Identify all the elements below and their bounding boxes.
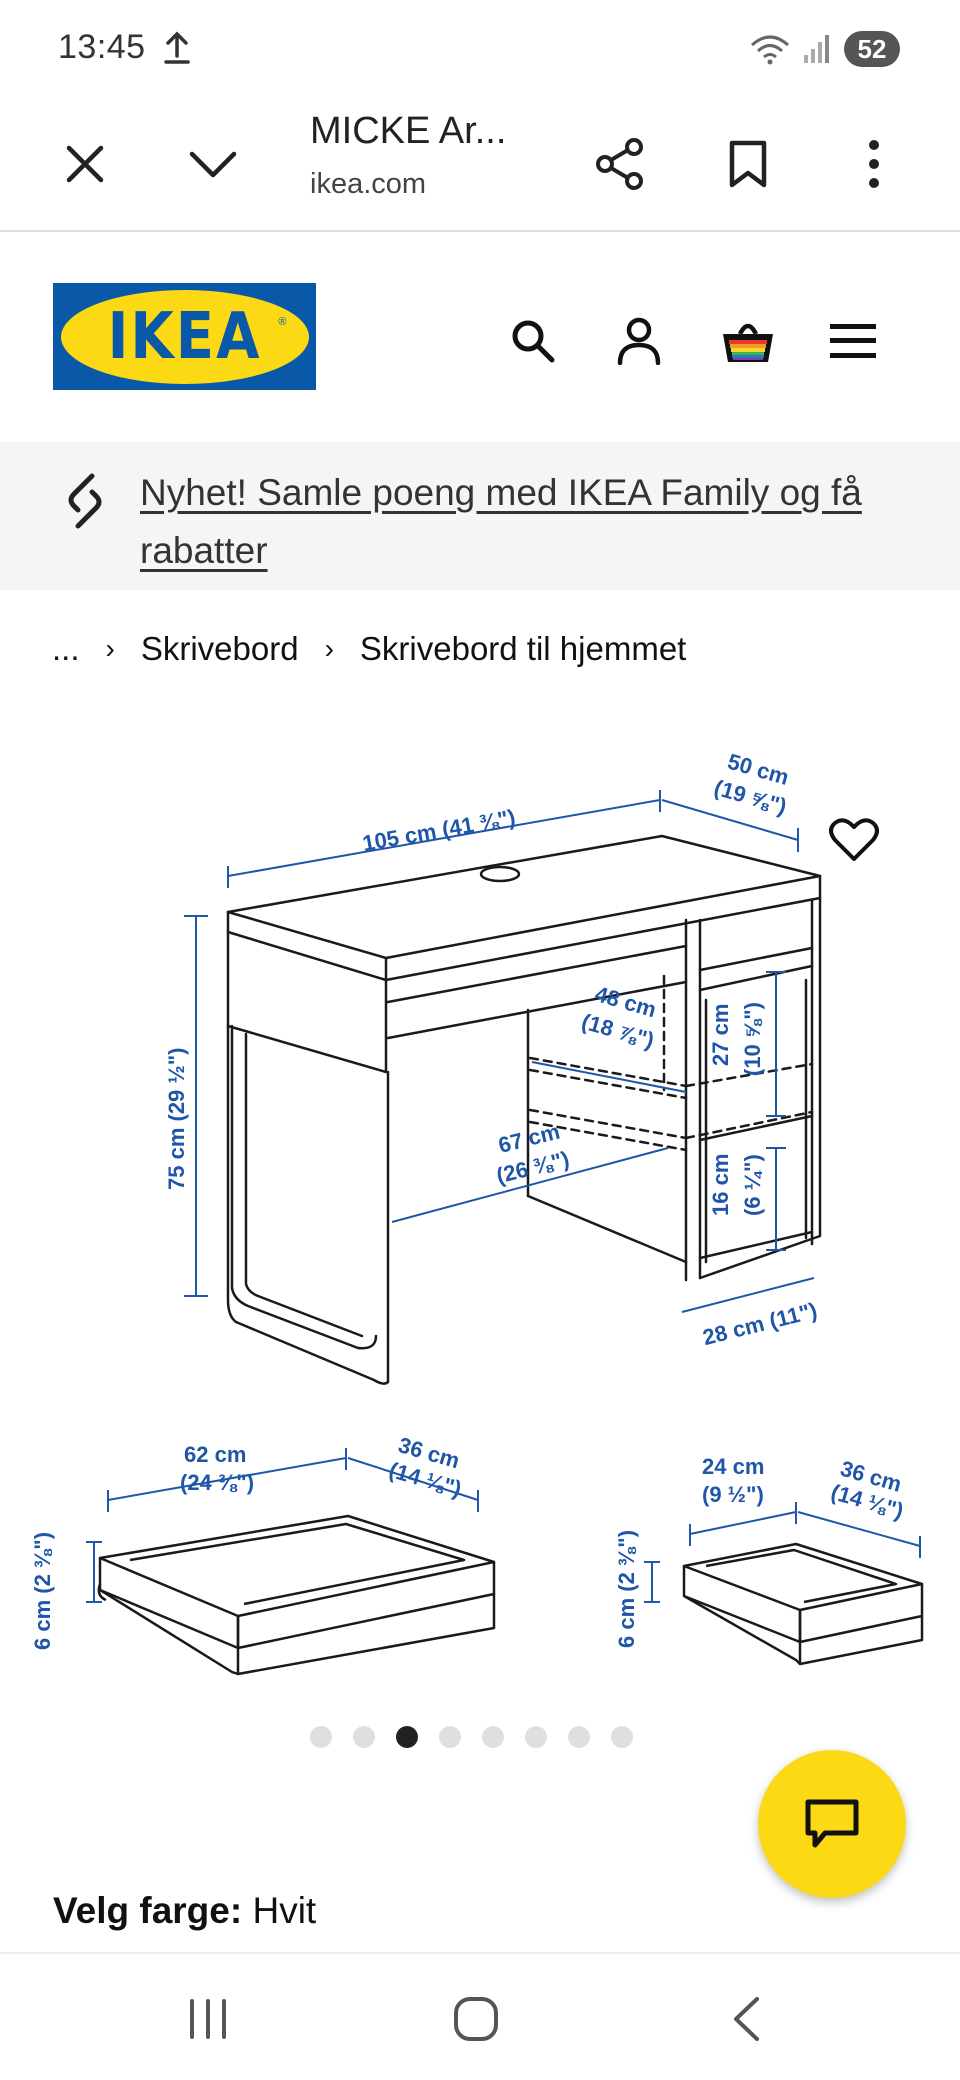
drawer-small-height: 6 cm (2 ⅜"): [614, 1530, 639, 1648]
search-button[interactable]: [498, 306, 568, 376]
drawer-large-height: 6 cm (2 ⅜"): [30, 1532, 55, 1650]
battery-badge: 52: [844, 31, 900, 67]
page-url[interactable]: ikea.com: [310, 168, 427, 200]
breadcrumb: ... › Skrivebord › Skrivebord til hjemme…: [52, 624, 686, 674]
chat-button[interactable]: [758, 1750, 906, 1898]
ikea-logo-text: IKEA: [107, 299, 262, 374]
color-select-label: Velg farge:: [53, 1890, 243, 1931]
upper-space-in: (10 ⅝"): [740, 1002, 765, 1076]
status-time: 13:45: [58, 28, 146, 66]
page-title: MICKE Ar...: [310, 110, 507, 152]
close-icon: [66, 145, 104, 183]
carousel-indicator: [0, 1726, 960, 1750]
account-icon: [617, 317, 661, 365]
carousel-dot[interactable]: [395, 1726, 418, 1748]
minimize-button[interactable]: [173, 124, 253, 204]
carousel-dot[interactable]: [524, 1726, 547, 1748]
breadcrumb-item[interactable]: Skrivebord: [140, 630, 299, 667]
lower-space-cm: 16 cm: [708, 1154, 733, 1216]
carousel-dot[interactable]: [309, 1726, 332, 1748]
width-label: 105 cm (41 ⅜"): [360, 805, 517, 856]
more-options-button[interactable]: [834, 124, 914, 204]
chevron-down-icon: [189, 151, 237, 178]
dimension-lines: [86, 790, 921, 1603]
share-button[interactable]: [580, 124, 660, 204]
share-icon: [596, 138, 643, 190]
drawer-small-width-in: (9 ½"): [702, 1482, 764, 1507]
close-tab-button[interactable]: [45, 124, 125, 204]
home-icon: [454, 1997, 498, 2041]
drawer-small-width-cm: 24 cm: [702, 1454, 764, 1479]
dimension-labels: 105 cm (41 ⅜") 50 cm (19 ⅝") 75 cm (29 ½…: [30, 749, 906, 1650]
signal-icon: [804, 35, 829, 63]
carousel-dot[interactable]: [481, 1726, 504, 1748]
cabinet-width: 28 cm (11"): [700, 1298, 819, 1351]
account-button[interactable]: [604, 306, 674, 376]
system-nav-bar: [0, 1954, 960, 2080]
carousel-dot[interactable]: [567, 1726, 590, 1748]
chevron-right-icon: ›: [324, 633, 334, 664]
chevron-right-icon: ›: [105, 633, 115, 664]
status-bar: 13:45 52: [0, 0, 960, 96]
promo-banner: Nyhet! Samle poeng med IKEA Family og få…: [0, 442, 960, 590]
menu-icon: [830, 324, 876, 358]
drawer-large-width-in: (24 ⅜"): [180, 1470, 254, 1495]
recent-apps-icon: [190, 1999, 226, 2039]
menu-button[interactable]: [818, 306, 888, 376]
breadcrumb-item[interactable]: Skrivebord til hjemmet: [359, 630, 687, 667]
divider: [0, 1952, 960, 1954]
product-dimension-image[interactable]: 105 cm (41 ⅜") 50 cm (19 ⅝") 75 cm (29 ½…: [0, 720, 960, 1710]
upload-icon: [164, 31, 190, 64]
lower-space-in: (6 ¼"): [740, 1154, 765, 1216]
browser-toolbar: MICKE Ar... ikea.com: [0, 96, 960, 232]
heart-icon: [829, 818, 879, 861]
search-icon: [512, 320, 555, 363]
desk-drawing: [226, 834, 822, 1385]
link-icon: [68, 473, 102, 529]
breadcrumb-ellipsis[interactable]: ...: [52, 630, 80, 667]
ikea-logo-oval: IKEA ®: [60, 289, 309, 384]
carousel-dot[interactable]: [352, 1726, 375, 1748]
basket-icon: [723, 323, 773, 362]
height-label: 75 cm (29 ½"): [164, 1047, 189, 1190]
basket-button[interactable]: [713, 306, 783, 376]
ikea-logo[interactable]: IKEA ®: [53, 283, 316, 390]
wifi-icon: [751, 35, 789, 65]
registered-mark: ®: [278, 315, 287, 328]
recent-apps-button[interactable]: [168, 1984, 248, 2054]
home-button[interactable]: [436, 1984, 516, 2054]
color-select-value: Hvit: [252, 1890, 317, 1931]
status-indicators: 52: [750, 30, 900, 68]
back-icon: [734, 1997, 759, 2041]
favorite-button[interactable]: [822, 808, 886, 872]
color-select[interactable]: Velg farge: Hvit: [53, 1890, 316, 1932]
drawer-large-drawing: [97, 1514, 496, 1676]
drawer-large-width-cm: 62 cm: [184, 1442, 246, 1467]
drawer-small-drawing: [682, 1542, 924, 1666]
chat-icon: [805, 1799, 859, 1848]
site-header: IKEA ®: [0, 234, 960, 442]
carousel-dot[interactable]: [610, 1726, 633, 1748]
promo-link[interactable]: Nyhet! Samle poeng med IKEA Family og få…: [140, 472, 862, 571]
carousel-dot[interactable]: [438, 1726, 461, 1748]
bookmark-icon: [729, 140, 767, 188]
back-button[interactable]: [706, 1984, 786, 2054]
more-vert-icon: [869, 140, 879, 188]
bookmark-button[interactable]: [708, 124, 788, 204]
upper-space-cm: 27 cm: [708, 1004, 733, 1066]
